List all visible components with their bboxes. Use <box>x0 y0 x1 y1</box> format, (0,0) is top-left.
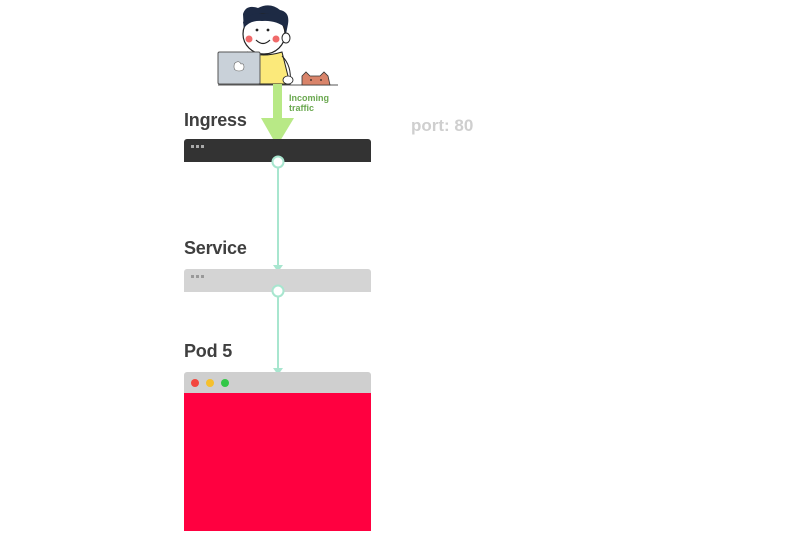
window-maximize-icon <box>221 379 229 387</box>
pod-titlebar <box>184 372 371 393</box>
pod-body <box>184 393 371 531</box>
window-minimize-icon <box>206 379 214 387</box>
service-bar <box>184 269 371 292</box>
ingress-bar <box>184 139 371 162</box>
window-dots-icon <box>191 145 204 148</box>
incoming-traffic-label: Incoming traffic <box>289 93 329 113</box>
port-label: port: 80 <box>411 116 474 135</box>
pod-window <box>184 372 371 531</box>
ingress-label: Ingress <box>184 110 247 130</box>
traffic-line1: Incoming <box>289 93 329 103</box>
window-close-icon <box>191 379 199 387</box>
service-label: Service <box>184 238 247 258</box>
laptop-icon <box>217 51 261 85</box>
cat-icon <box>301 71 331 86</box>
traffic-line2: traffic <box>289 103 315 113</box>
pod-label: Pod 5 <box>184 341 233 361</box>
window-dots-icon <box>191 275 204 278</box>
